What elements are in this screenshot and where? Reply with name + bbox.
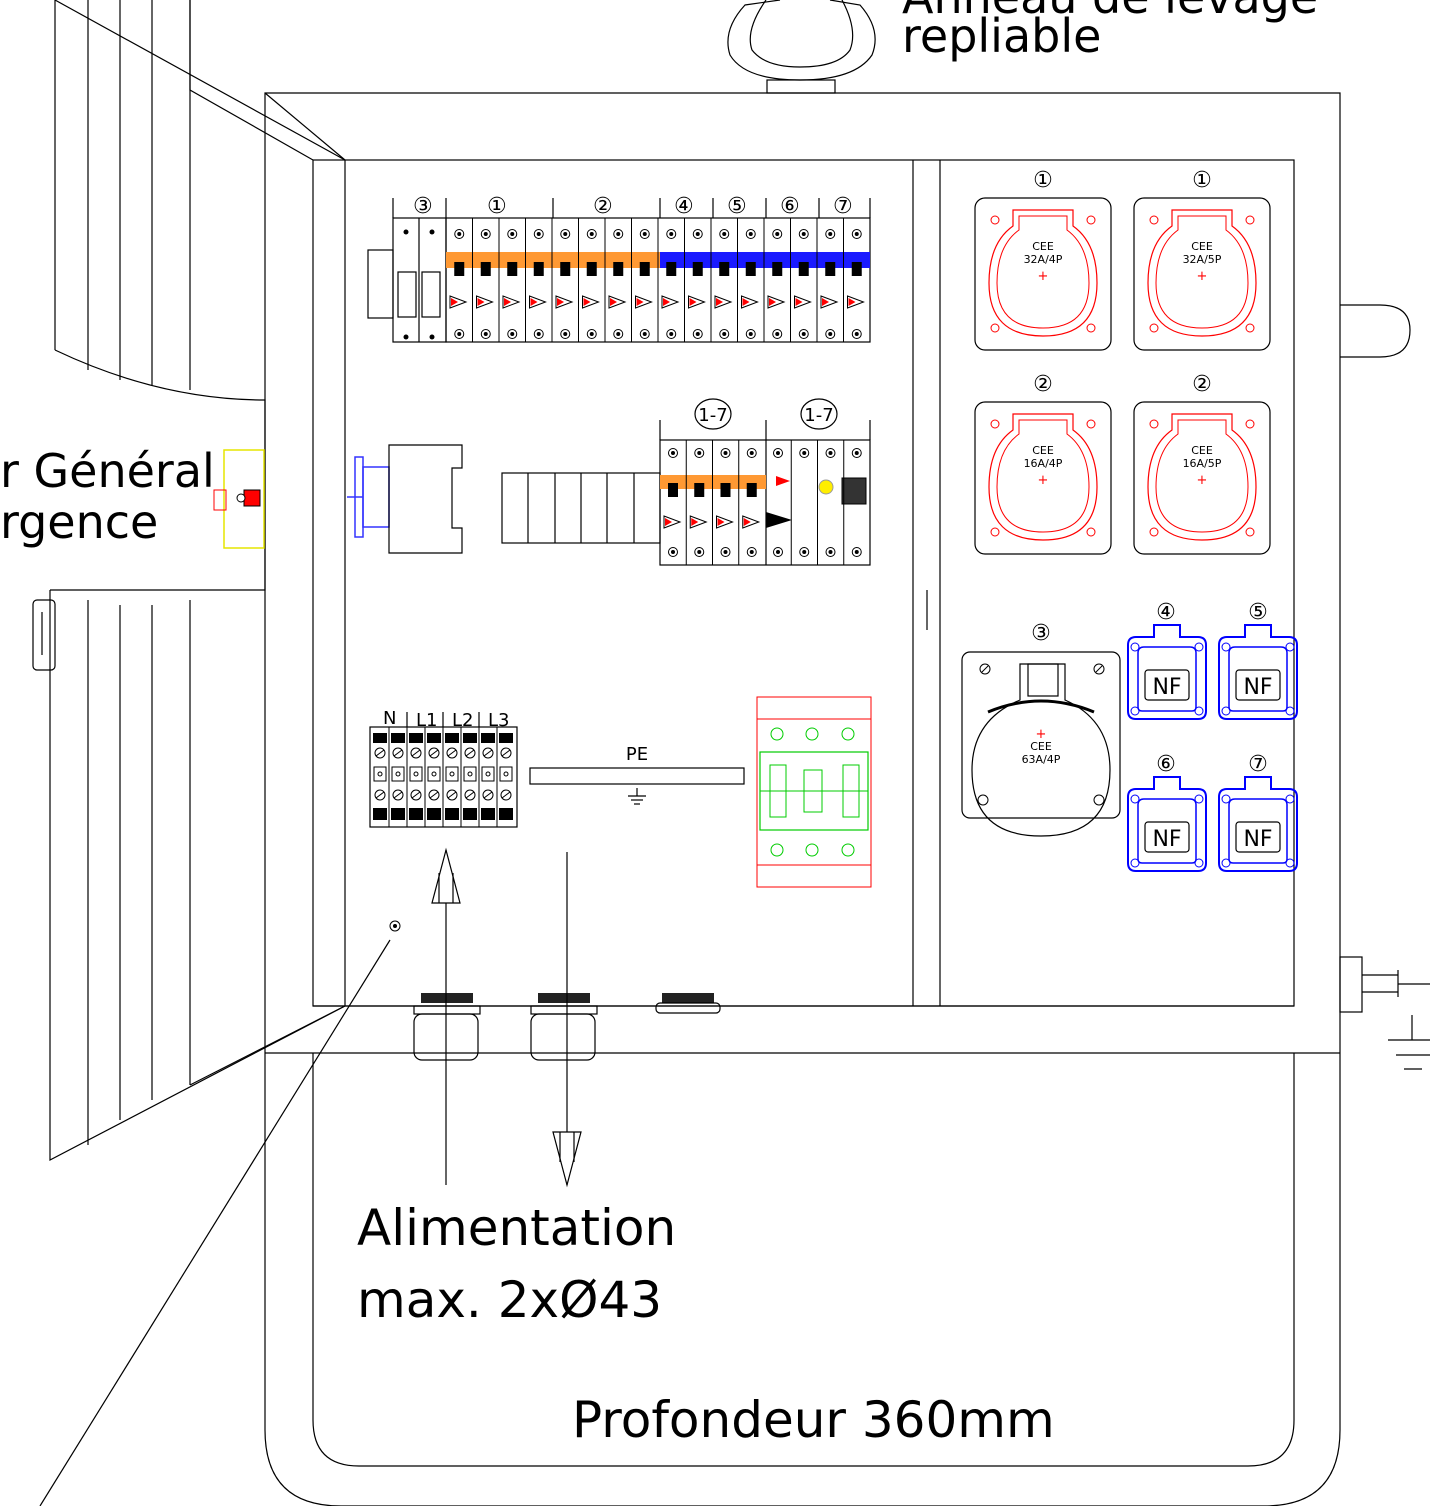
socket-type: CEE — [1191, 444, 1213, 457]
nf-socket-4 — [1127, 624, 1207, 720]
emergency-label-line1: r Général — [0, 444, 215, 498]
socket-rating: 63A/4P — [1022, 753, 1061, 766]
supply-arrows — [431, 847, 582, 1188]
socket-plus: + — [1197, 269, 1208, 284]
contactor — [756, 696, 872, 888]
emergency-label-line2: rgence — [0, 495, 158, 549]
nf-number: ⑦ — [1248, 752, 1268, 777]
nf-number: ⑥ — [1156, 752, 1176, 777]
socket-rating: 16A/4P — [1024, 457, 1063, 470]
breaker-group-label: ⑤ — [727, 194, 747, 219]
lifting-ring — [727, 0, 876, 94]
supply-label-line2: max. 2xØ43 — [357, 1271, 662, 1329]
main-switch — [347, 444, 463, 554]
socket-number: ③ — [1031, 621, 1051, 646]
breaker-group-label: ② — [593, 194, 613, 219]
open-door — [32, 0, 346, 1161]
pointer-line — [39, 939, 391, 1506]
breaker-group-label: ⑦ — [833, 194, 853, 219]
nf-label: NF — [1152, 827, 1181, 852]
breaker-group-label: ④ — [674, 194, 694, 219]
pe-bar — [529, 767, 745, 805]
cee-socket-63a-4p — [961, 651, 1121, 837]
cee-socket-32a-5p — [1133, 197, 1271, 351]
lifting-ring-label-line1: Anneau de levage — [902, 0, 1318, 24]
socket-type: CEE — [1191, 240, 1213, 253]
socket-rating: 16A/5P — [1183, 457, 1222, 470]
socket-type: CEE — [1030, 740, 1052, 753]
breaker-group-label: ① — [487, 194, 507, 219]
blank-modules — [501, 472, 661, 544]
nf-number: ④ — [1156, 600, 1176, 625]
nf-socket-6 — [1127, 776, 1207, 872]
nf-socket-5 — [1218, 624, 1298, 720]
socket-rating: 32A/4P — [1024, 253, 1063, 266]
terminal-label-l3: L3 — [488, 710, 509, 731]
cabinet-body — [264, 92, 1430, 1506]
svg-text:1-7: 1-7 — [698, 405, 727, 426]
socket-type: CEE — [1032, 240, 1054, 253]
socket-number: ① — [1033, 168, 1053, 193]
depth-label: Profondeur 360mm — [572, 1391, 1055, 1449]
breaker-row — [367, 217, 871, 343]
socket-number: ① — [1192, 168, 1212, 193]
breaker-group-label: ③ — [413, 194, 433, 219]
socket-number: ② — [1192, 372, 1212, 397]
nf-label: NF — [1243, 827, 1272, 852]
socket-type: CEE — [1032, 444, 1054, 457]
cable-glands — [413, 993, 721, 1061]
breaker-group-label: ⑥ — [780, 194, 800, 219]
lifting-ring-label-line2: repliable — [902, 9, 1101, 63]
nf-number: ⑤ — [1248, 600, 1268, 625]
nf-label: NF — [1152, 675, 1181, 700]
terminal-block — [369, 726, 518, 828]
cee-socket-16a-4p — [974, 401, 1112, 555]
rcd-row — [659, 439, 871, 566]
socket-plus: + — [1036, 727, 1047, 742]
terminal-label-l1: L1 — [416, 710, 437, 731]
socket-plus: + — [1197, 473, 1208, 488]
terminal-label-l2: L2 — [452, 710, 473, 731]
nf-label: NF — [1243, 675, 1272, 700]
rcd-label-1: 1-7 — [694, 398, 732, 430]
nf-socket-7 — [1218, 776, 1298, 872]
socket-plus: + — [1038, 269, 1049, 284]
pe-bar-label: PE — [626, 744, 648, 765]
terminal-label-n: N — [383, 708, 396, 729]
rcd-label-2: 1-7 — [800, 398, 838, 430]
socket-rating: 32A/5P — [1183, 253, 1222, 266]
socket-plus: + — [1038, 473, 1049, 488]
supply-label-line1: Alimentation — [357, 1199, 676, 1257]
socket-number: ② — [1033, 372, 1053, 397]
cee-socket-16a-5p — [1133, 401, 1271, 555]
cee-socket-32a-4p — [974, 197, 1112, 351]
svg-text:1-7: 1-7 — [804, 405, 833, 426]
